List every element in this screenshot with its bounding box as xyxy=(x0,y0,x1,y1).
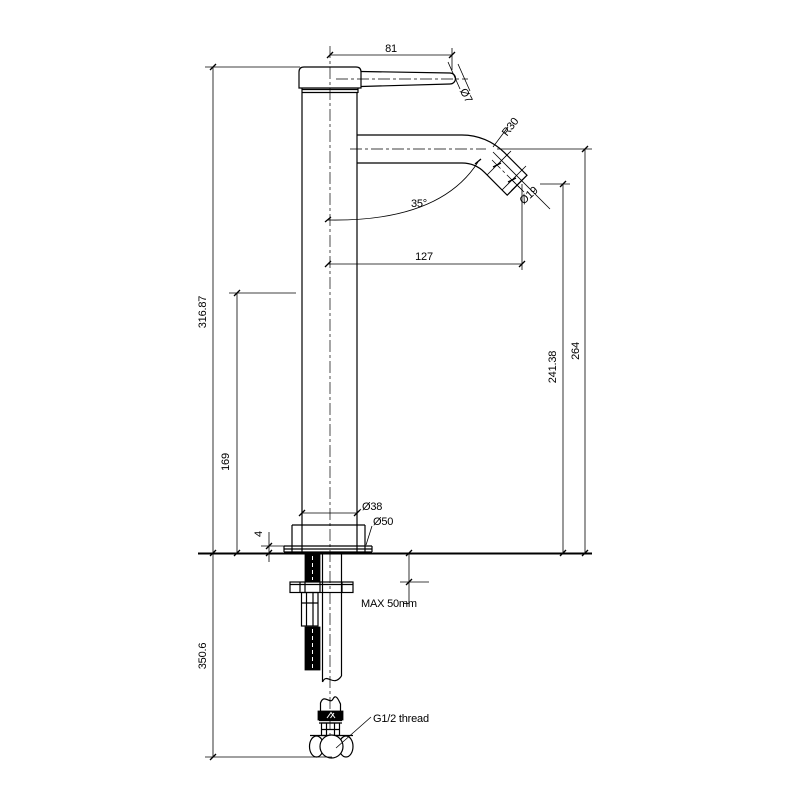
label-handle-length: 81 xyxy=(385,43,397,55)
base-disc xyxy=(291,524,366,546)
dimension-lines xyxy=(205,48,592,761)
label-body-diameter: Ø38 xyxy=(362,501,382,513)
label-body-height: 169 xyxy=(220,453,232,471)
label-max-counter-thickness: MAX 50mm xyxy=(361,598,417,610)
hose-stub xyxy=(319,696,342,714)
dimension-labels: 81 Ø7 R30 35° Ø19 127 316.87 169 241.38 … xyxy=(197,43,582,725)
label-spout-height: 264 xyxy=(570,342,582,360)
g12-nut xyxy=(320,722,341,737)
supply-hose xyxy=(321,554,343,683)
label-spout-reach: 127 xyxy=(415,251,433,263)
label-total-height: 316.87 xyxy=(197,296,209,329)
under-counter-assembly xyxy=(289,554,354,683)
spout xyxy=(357,134,528,197)
hose-connector xyxy=(308,696,354,759)
label-thread-note: G1/2 thread xyxy=(373,713,429,725)
handle-cap xyxy=(298,66,362,89)
label-spout-angle: 35° xyxy=(411,198,427,210)
label-below-counter-length: 350.6 xyxy=(197,643,209,670)
label-base-plate-thickness: 4 xyxy=(253,531,265,537)
label-outlet-height: 241.38 xyxy=(547,351,559,384)
faucet-body xyxy=(283,66,528,553)
valve-body xyxy=(308,734,354,759)
label-base-diameter: Ø50 xyxy=(373,516,393,528)
mounting-nut xyxy=(300,591,319,627)
threaded-shank-lower xyxy=(304,626,321,671)
base-flange xyxy=(283,545,373,553)
label-handle-diameter: Ø7 xyxy=(457,86,474,104)
mounting-washer-plate xyxy=(289,581,354,594)
